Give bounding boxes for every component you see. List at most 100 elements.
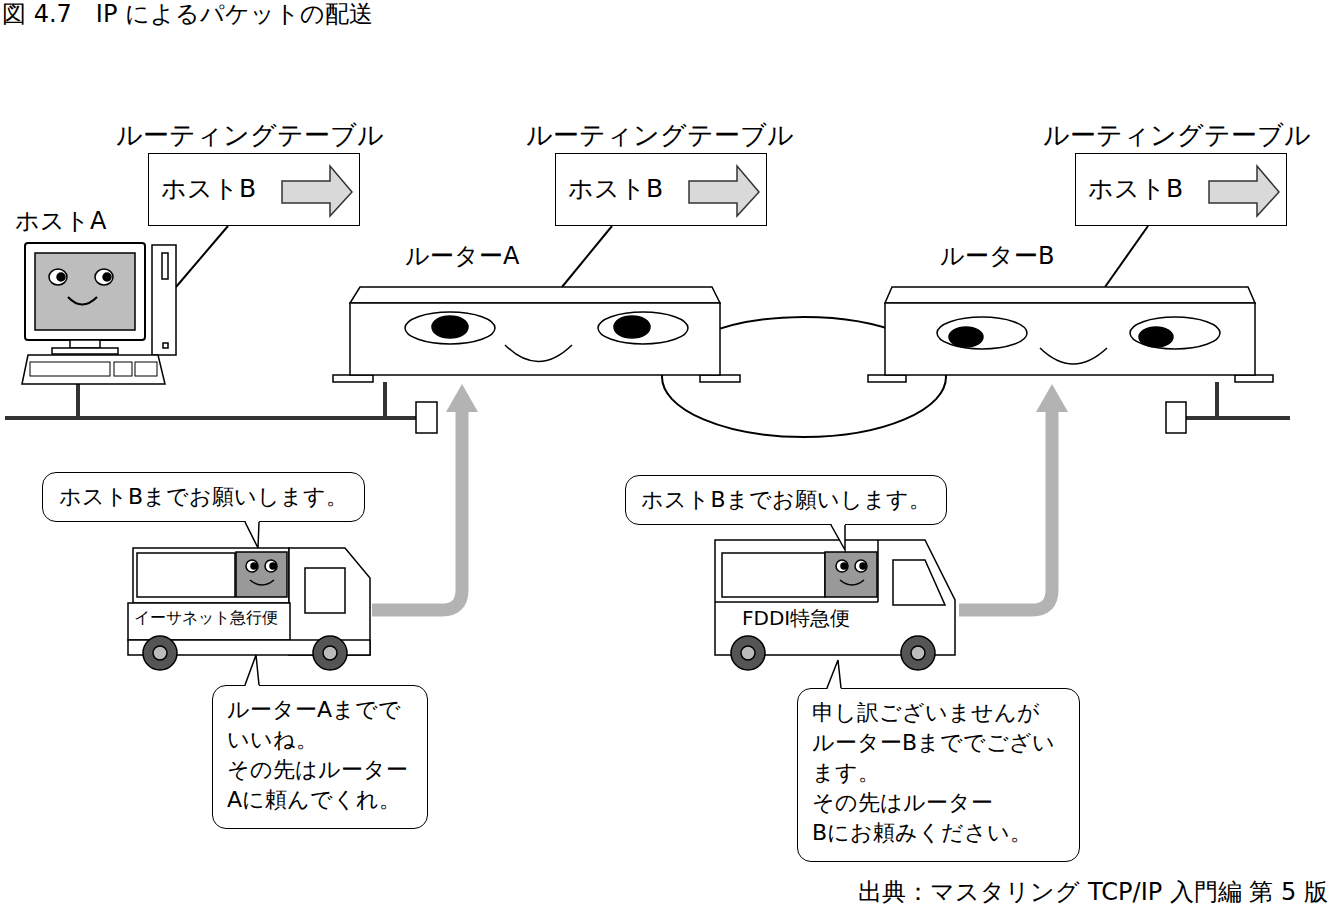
routing-table: ルーティングテーブルホストB [1075,153,1287,226]
table-arrow [689,166,759,216]
ethernet-truck-art [128,548,370,670]
host-computer-art [30,362,110,376]
speech-text: ホストBまでお願いします。 [641,487,930,513]
ethernet-truck-art [133,548,289,603]
router-b-art [868,375,906,382]
host-computer-art [49,269,67,285]
host-computer-art [52,348,118,354]
ethernet-truck-art [251,563,257,569]
speech-text: ホストBまでお願いします。 [59,484,348,510]
host-computer-art [35,253,135,330]
bubble-tail-fill [827,660,841,690]
table-entry: ホストB [161,174,256,204]
fddi-truck-art [825,552,877,597]
bubble-tail-gap [246,520,258,524]
router: ルーターA [333,287,740,382]
table-entry: ホストB [1088,174,1183,204]
host-computer-art [57,273,65,281]
connector [562,226,612,287]
table-heading: ルーティングテーブル [116,120,384,151]
fddi-truck-art [901,636,935,670]
bubble-tail-gap [246,683,258,687]
table-heading: ルーティングテーブル [526,120,794,151]
transceiver [416,402,1186,433]
host-computer-art [163,343,168,348]
table-heading: ルーティングテーブル [1043,120,1311,151]
host-computer-art [114,362,132,376]
transceiver [416,402,437,433]
delivery-truck: イーサネット急行便 [128,545,370,672]
router-a-art [350,287,720,303]
host-computer-art [152,245,176,355]
routing-table: ルーティングテーブルホストB [555,153,767,226]
host-computer-art [25,243,145,340]
router-b-art [1139,327,1173,347]
fddi-truck-art [841,563,847,569]
host-computer-art [22,355,165,384]
router-a-art [432,316,468,338]
fddi-truck-art [840,580,864,585]
ethernet-wire [1186,416,1290,420]
truck-label: FDDI特急便 [742,606,850,630]
speech-bubble: 申し訳ございませんが ルーターBまででござい ます。その先はルーター Bにお頼み… [797,688,1080,862]
connector [372,384,478,610]
host-computer-art [22,243,176,384]
ethernet-wire [1215,382,1219,418]
fddi-truck-art [741,646,755,660]
router-a-art [614,316,650,338]
ethernet-truck-art [305,568,345,613]
router-a-art [700,375,740,382]
bubble-tail [625,475,947,525]
router: ルーターB [868,287,1272,382]
leader-line [1105,226,1148,287]
speech-text: ルーターAまでで いいね。 その先はルーター Aに頼んでくれ。 [227,695,408,815]
bubble-tail-fill [245,520,259,548]
source-caption: 出典：マスタリング TCP/IP 入門編 第 5 版 [858,878,1328,907]
table-arrow [282,166,1279,216]
router-b-art [885,287,1255,303]
connector [1105,226,1148,287]
router-b-art [937,317,1027,349]
router-a-art [333,375,373,382]
ethernet-truck-art [313,636,347,670]
router-b-art [885,303,1255,375]
ethernet-truck-art [250,580,274,585]
router-label: ルーターA [405,242,519,271]
bubble-tail-gap [828,686,840,690]
bubble-tail-line [831,525,845,550]
bubble-tail [42,472,365,522]
ethernet-truck-art [270,563,276,569]
fddi-truck-art [860,563,866,569]
host-computer-art [68,297,97,305]
fddi-truck-art [911,646,925,660]
arrow-head [446,384,478,412]
transceiver [1166,402,1186,433]
router-label: ルーターB [940,242,1054,271]
fddi-truck-art [855,560,867,572]
router-b-art [1130,317,1220,349]
fddi-truck-art [893,560,945,605]
host-computer-art [95,269,113,285]
ethernet-truck-art [153,646,167,660]
bubble-tail-gap [832,523,844,527]
speech-bubble: ルーターAまでで いいね。 その先はルーター Aに頼んでくれ。 [212,685,428,829]
connector [176,226,228,287]
ethernet-truck-art [143,636,177,670]
bubble-tail [797,688,1080,862]
connector [78,382,385,418]
speech-bubble: ホストBまでお願いします。 [625,475,947,525]
bubble-tail [212,685,428,829]
ethernet-truck-art [265,560,277,572]
ethernet-link [78,382,385,418]
ethernet-truck-art [137,553,235,597]
ethernet-wire [385,416,418,420]
host-computer-art [70,340,100,348]
arrow-head [1036,384,1068,412]
routing-table: ルーティングテーブルホストB [148,153,360,226]
truck-label: イーサネット急行便 [134,608,278,627]
speech-bubble: ホストBまでお願いします。 [42,472,365,522]
delivery-arrow [372,410,462,610]
bubble-tail-fill [245,655,259,687]
fddi-truck-art [715,601,878,603]
figure-title: 図 4.7 IP によるパケットの配送 [2,0,373,29]
